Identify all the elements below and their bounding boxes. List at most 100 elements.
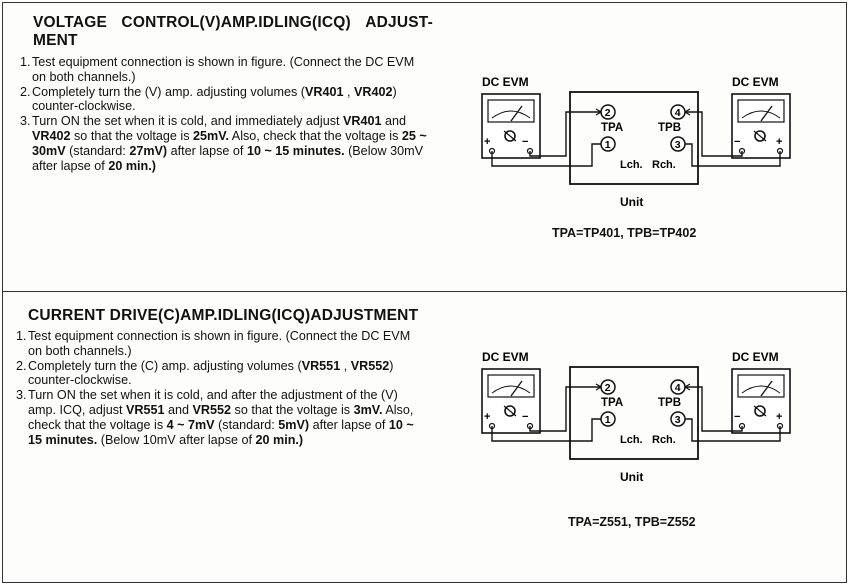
step-item: 2.Completely turn the (C) amp. adjusting… (16, 359, 426, 389)
step-text: Turn ON the set when it is cold, and aft… (28, 388, 398, 417)
plus-sign: + (776, 411, 782, 423)
title-line-2: MENT (33, 32, 78, 49)
lch-label: Lch. (620, 434, 643, 446)
step-emphasis: 25 ~ 30mV (32, 128, 427, 158)
test-point-3-label: 3 (675, 414, 681, 426)
step-text: Turn ON the set when it is cold, and imm… (32, 114, 344, 129)
step-emphasis: 5mV) (278, 417, 310, 432)
tpb-label: TPB (658, 397, 681, 409)
step-text: so that the voltage is (70, 128, 194, 143)
wire-left-plus (491, 143, 601, 167)
step-text: after lapse of (309, 417, 389, 432)
minus-sign: − (734, 411, 740, 423)
step-item: 1.Test equipment connection is shown in … (20, 55, 430, 85)
meter-needle (510, 105, 523, 122)
meter-knob-mark (503, 130, 517, 142)
unit-label: Unit (620, 195, 643, 209)
wire-right-minus (685, 111, 743, 157)
test-point-3-label: 3 (675, 139, 681, 151)
step-item: 3.Turn ON the set when it is cold, and a… (16, 388, 426, 447)
evm-label-right: DC EVM (732, 350, 779, 364)
step-text: Test equipment connection is shown in fi… (32, 55, 415, 84)
wire-right-plus (685, 143, 781, 167)
meter-needle (760, 380, 773, 397)
test-point-caption: TPA=TP401, TPB=TP402 (552, 226, 697, 240)
meter-needle (760, 105, 773, 122)
step-text: Also, check that the voltage is (228, 128, 402, 143)
step-number: 2. (16, 358, 27, 373)
evm-label-left: DC EVM (482, 75, 529, 89)
meter-knob (754, 405, 766, 417)
wire-left-minus (529, 111, 601, 157)
tpb-label: TPB (658, 122, 681, 134)
step-list: 1.Test equipment connection is shown in … (20, 55, 430, 173)
wire-right-minus (685, 386, 743, 432)
test-point-4-label: 4 (675, 107, 681, 119)
test-point-4-label: 4 (675, 382, 681, 394)
step-number: 1. (16, 329, 27, 343)
wire-left-plus (491, 418, 601, 442)
title-part: ADJUST- (365, 14, 433, 31)
section-divider (2, 291, 847, 292)
step-emphasis: 4 ~ 7mV (166, 417, 215, 432)
minus-sign: − (522, 136, 528, 148)
step-text: , (340, 358, 351, 373)
tpa-label: TPA (601, 397, 623, 409)
step-emphasis: VR402 (32, 128, 71, 143)
unit-box (569, 366, 699, 460)
step-emphasis: 10 ~ 15 minutes. (246, 143, 345, 158)
step-text: and (164, 402, 193, 417)
arrow-right (683, 108, 691, 116)
step-text: (standard: (214, 417, 279, 432)
step-emphasis: VR551 (301, 358, 341, 373)
step-number: 1. (20, 55, 31, 69)
step-text: after lapse of (167, 143, 247, 158)
test-point-2-label: 2 (605, 107, 611, 119)
step-text: , (343, 84, 354, 99)
title-part: VOLTAGE (33, 14, 108, 31)
step-emphasis: VR401 (304, 84, 344, 99)
step-emphasis: 20 min.) (255, 432, 304, 447)
step-emphasis: VR551 (126, 402, 165, 417)
step-item: 2.Completely turn the (V) amp. adjusting… (20, 85, 430, 115)
meter-knob-mark (753, 405, 767, 417)
step-emphasis: VR552 (192, 402, 232, 417)
section-title: VOLTAGE CONTROL(V)AMP.IDLING(ICQ) ADJUST… (33, 14, 433, 50)
step-text: (Below 10mV after lapse of (97, 432, 256, 447)
test-point-caption: TPA=Z551, TPB=Z552 (568, 515, 696, 529)
arrow-left (595, 383, 603, 391)
step-list: 1.Test equipment connection is shown in … (16, 329, 426, 447)
arrow-right (683, 383, 691, 391)
meter-needle (510, 380, 523, 397)
step-text: Test equipment connection is shown in fi… (28, 329, 411, 358)
evm-label-right: DC EVM (732, 75, 779, 89)
step-emphasis: 25mV. (193, 128, 229, 143)
tpa-label: TPA (601, 122, 623, 134)
meter-knob (504, 130, 516, 142)
step-item: 3.Turn ON the set when it is cold, and i… (20, 114, 430, 173)
step-number: 2. (20, 84, 31, 99)
step-text: (standard: (65, 143, 130, 158)
meter-scale (741, 385, 781, 394)
wire-left-minus (529, 386, 601, 432)
unit-box (569, 91, 699, 185)
test-point-1-label: 1 (605, 414, 611, 426)
step-text: so that the voltage is (231, 402, 354, 417)
step-emphasis: 10 ~ 15 minutes. (28, 417, 414, 447)
wire-right-plus (685, 418, 781, 442)
evm-label-left: DC EVM (482, 350, 529, 364)
meter-scale (491, 385, 531, 394)
step-number: 3. (16, 388, 27, 403)
meter-knob-mark (753, 130, 767, 142)
meter-knob (754, 130, 766, 142)
test-point-2-label: 2 (605, 382, 611, 394)
meter-scale (491, 110, 531, 119)
rch-label: Rch. (652, 434, 676, 446)
step-emphasis: VR401 (343, 114, 382, 129)
step-text: Completely turn the (V) amp. adjusting v… (32, 84, 305, 99)
